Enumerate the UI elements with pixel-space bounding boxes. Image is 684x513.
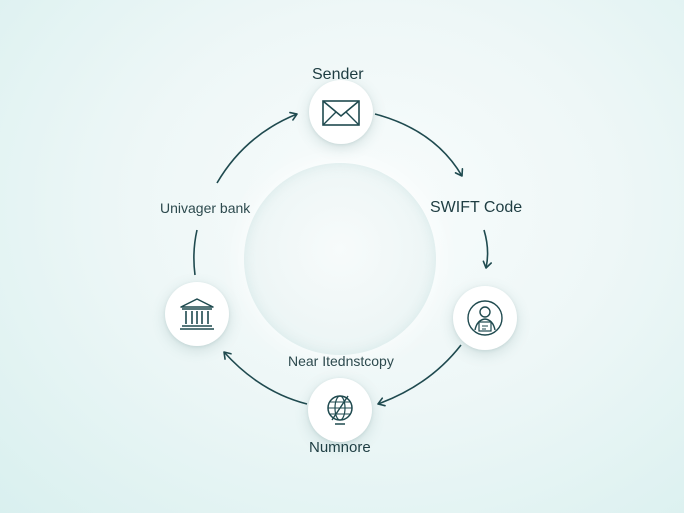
globe-icon	[327, 395, 353, 425]
envelope-icon	[322, 100, 360, 126]
person-with-document-icon	[467, 300, 503, 336]
swift-code-label: SWIFT Code	[430, 199, 523, 216]
arrow-to-sender	[216, 111, 298, 184]
sender-label: Sender	[312, 66, 364, 83]
intermediary-label: Numnore	[309, 439, 371, 456]
arrow-globe-to-bank	[223, 351, 308, 405]
intermediary-node[interactable]	[308, 378, 372, 442]
center-caption: Near Itednstcopy	[288, 353, 394, 369]
arrow-sender-to-swift	[374, 113, 464, 177]
sender-node[interactable]	[309, 80, 373, 144]
arrow-person-to-globe	[377, 344, 462, 407]
arrow-bank-up	[193, 229, 198, 276]
bank-node[interactable]	[165, 282, 229, 346]
swift-node[interactable]	[453, 286, 517, 350]
center-circle	[244, 163, 436, 355]
bank-building-icon	[180, 298, 214, 330]
bank-label: Univager bank	[160, 200, 251, 216]
arrow-swift-to-person	[482, 229, 493, 269]
